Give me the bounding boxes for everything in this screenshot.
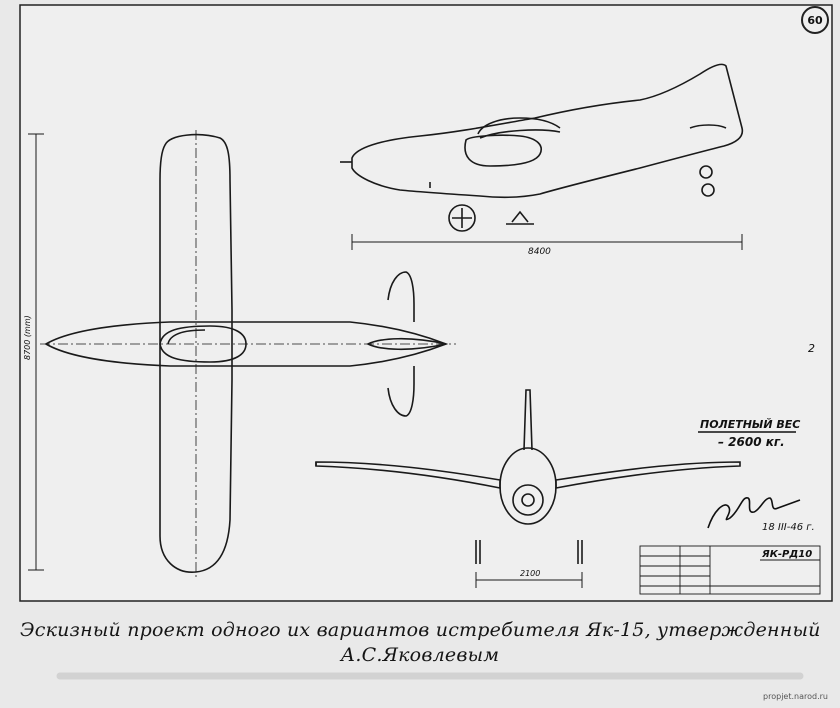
span-dimension-label: 8700 (mm)	[23, 315, 32, 360]
figure-caption: Эскизный проект одного их вариантов истр…	[20, 618, 820, 668]
length-dimension-label: 8400	[528, 247, 551, 257]
span-dimension	[28, 133, 44, 571]
length-dimension	[351, 234, 743, 250]
page-number: 60	[807, 13, 823, 27]
side-view	[340, 63, 744, 232]
weight-title: ПОЛЕТНЫЙ ВЕС	[700, 418, 800, 431]
track-dimension-label: 2100	[520, 569, 540, 578]
watermark: propjet.narod.ru	[763, 692, 828, 701]
plan-view	[44, 133, 449, 573]
caption-line-2: А.С.Яковлевым	[340, 644, 500, 666]
approval-date: 18 III-46 г.	[762, 522, 815, 533]
weight-value: – 2600 кг.	[718, 435, 785, 449]
model-designation: ЯК-РД10	[761, 549, 812, 560]
page-number-badge: 60	[801, 6, 829, 34]
front-view	[315, 389, 741, 564]
caption-line-1: Эскизный проект одного их вариантов истр…	[20, 619, 821, 641]
title-block	[639, 545, 821, 595]
edge-mark: 2	[808, 342, 815, 355]
drawing-frame	[19, 4, 833, 602]
drawing-sheet	[20, 5, 832, 601]
track-dimension	[475, 572, 583, 588]
signature	[707, 497, 801, 529]
